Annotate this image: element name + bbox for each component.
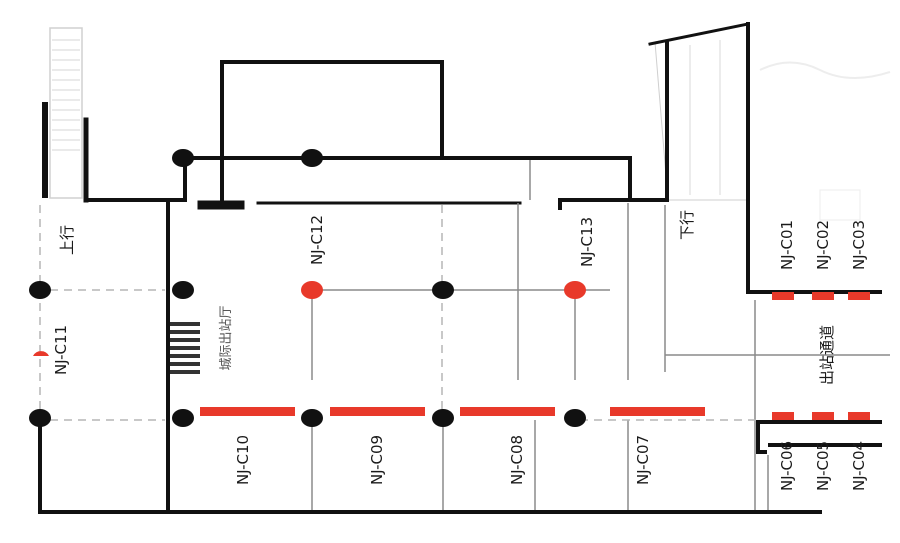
- thin-lines: [311, 160, 890, 510]
- hall-stripes-icon: [170, 322, 200, 374]
- gate-label-nj-c03: NJ-C03: [850, 220, 868, 270]
- label-exit-passage: 出站通道: [818, 325, 836, 385]
- gate-bar-nj-c06: [772, 412, 794, 420]
- gate-label-nj-c01: NJ-C01: [778, 220, 796, 270]
- gate-bar-nj-c04: [848, 412, 870, 420]
- gate-label-nj-c08: NJ-C08: [508, 435, 526, 485]
- node: [172, 281, 194, 299]
- labels: 上行 下行 城际出站厅 出站通道 NJ-C11 NJ-C12 NJ-C13 NJ…: [52, 210, 868, 491]
- node: [172, 149, 194, 167]
- node: [172, 409, 194, 427]
- node: [29, 409, 51, 427]
- gate-bar-nj-c07: [610, 407, 705, 416]
- node: [29, 281, 51, 299]
- gate-bar-nj-c05: [812, 412, 834, 420]
- node: [301, 149, 323, 167]
- gate-label-nj-c12: NJ-C12: [308, 215, 326, 265]
- nodes: [29, 149, 586, 427]
- gate-label-nj-c13: NJ-C13: [578, 217, 596, 267]
- label-down: 下行: [678, 210, 696, 240]
- gate-node-nj-c13: [564, 281, 586, 299]
- label-hall: 城际出站厅: [219, 305, 234, 370]
- gate-label-nj-c09: NJ-C09: [368, 435, 386, 485]
- label-up: 上行: [58, 225, 76, 255]
- node: [432, 281, 454, 299]
- up-escalator: [42, 27, 89, 203]
- gate-label-nj-c06: NJ-C06: [778, 441, 796, 491]
- dashed-guides: [39, 205, 760, 421]
- background-sketch: [759, 61, 891, 221]
- gate-label-nj-c04: NJ-C04: [850, 441, 868, 491]
- gate-bar-nj-c09: [330, 407, 425, 416]
- gate-bar-nj-c10: [200, 407, 295, 416]
- gate-label-nj-c02: NJ-C02: [814, 220, 832, 270]
- gate-node-nj-c11: [33, 351, 49, 356]
- gate-bar-nj-c03: [848, 292, 870, 300]
- walls: [38, 60, 882, 514]
- gate-bar-nj-c01: [772, 292, 794, 300]
- gate-label-nj-c07: NJ-C07: [634, 435, 652, 485]
- node: [564, 409, 586, 427]
- gate-label-nj-c11: NJ-C11: [52, 325, 70, 375]
- gate-node-nj-c12: [301, 281, 323, 299]
- node: [301, 409, 323, 427]
- gate-bar-nj-c02: [812, 292, 834, 300]
- down-escalator: [648, 22, 750, 294]
- gate-label-nj-c10: NJ-C10: [234, 435, 252, 485]
- gate-label-nj-c05: NJ-C05: [814, 441, 832, 491]
- gate-bar-nj-c08: [460, 407, 555, 416]
- node: [432, 409, 454, 427]
- gate-bars: [200, 292, 870, 420]
